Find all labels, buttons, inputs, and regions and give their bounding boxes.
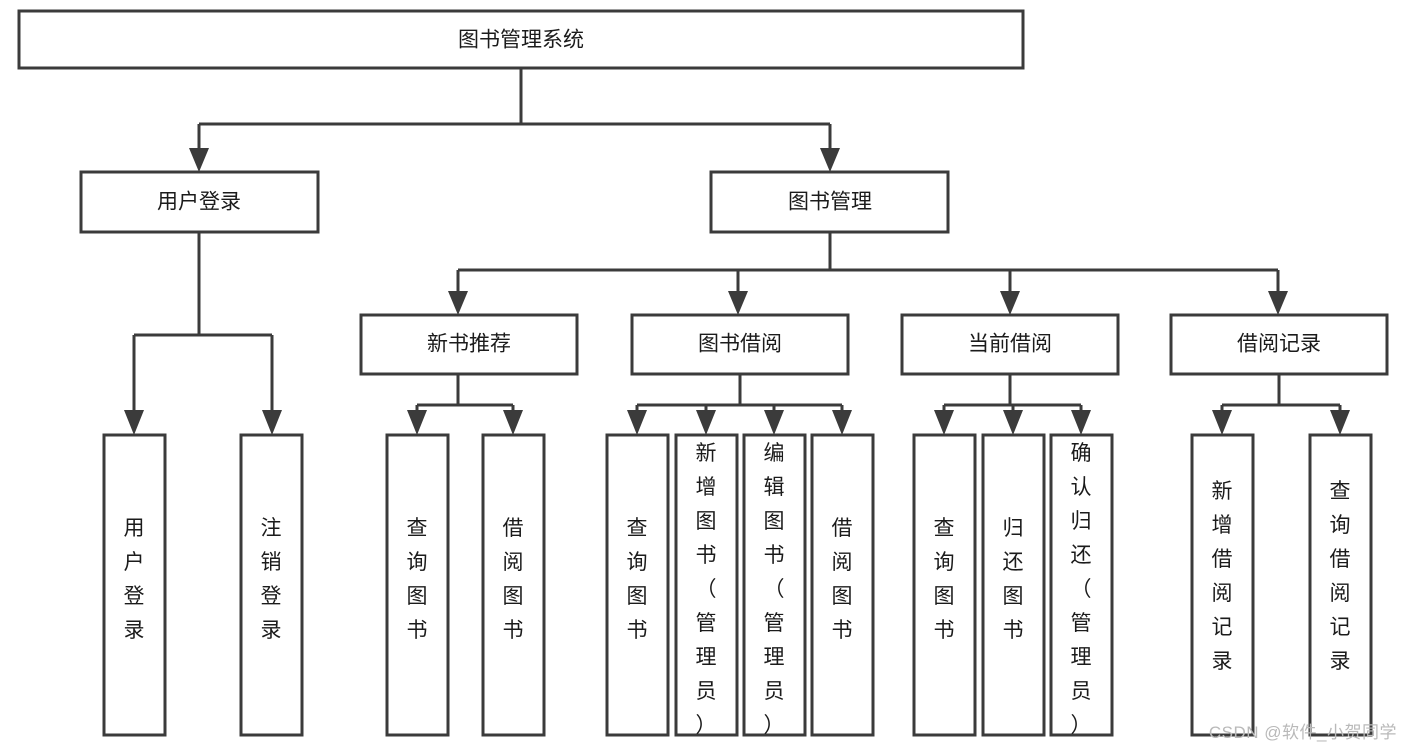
arrow-to-query-book-2 bbox=[627, 410, 647, 435]
node-current-borrow-label: 当前借阅 bbox=[968, 333, 1052, 356]
node-user-login-do-box[interactable] bbox=[102, 433, 167, 737]
node-root-box[interactable] bbox=[17, 9, 1025, 70]
node-add-book-box[interactable] bbox=[674, 433, 739, 737]
node-borrow-book-1-label: 借阅图书 bbox=[503, 517, 524, 642]
arrow-to-book-manage bbox=[820, 148, 840, 172]
node-user-logout[interactable]: 注销登录 bbox=[239, 433, 304, 737]
node-add-borrow-record-label: 新增借阅记录 bbox=[1212, 480, 1233, 673]
node-book-borrow-box[interactable] bbox=[630, 313, 850, 376]
node-user-login[interactable]: 用户登录 bbox=[79, 170, 320, 234]
node-query-borrow-record-label: 查询借阅记录 bbox=[1330, 480, 1351, 673]
node-borrow-book-2-box[interactable] bbox=[810, 433, 875, 737]
node-new-book-recommend[interactable]: 新书推荐 bbox=[359, 313, 579, 376]
node-borrow-record-box[interactable] bbox=[1169, 313, 1389, 376]
node-query-book-2[interactable]: 查询图书 bbox=[605, 433, 670, 737]
node-book-manage[interactable]: 图书管理 bbox=[709, 170, 950, 234]
node-user-login-do[interactable]: 用户登录 bbox=[102, 433, 167, 737]
node-confirm-return-label: 确认归还（管理员） bbox=[1071, 442, 1092, 737]
arrow-to-return-book bbox=[1003, 410, 1023, 435]
node-query-book-1[interactable]: 查询图书 bbox=[385, 433, 450, 737]
node-borrow-record[interactable]: 借阅记录 bbox=[1169, 313, 1389, 376]
node-edit-book-box[interactable] bbox=[742, 433, 807, 737]
arrow-to-current-borrow bbox=[1000, 291, 1020, 315]
node-root[interactable]: 图书管理系统 bbox=[17, 9, 1025, 70]
node-root-label: 图书管理系统 bbox=[458, 29, 584, 52]
arrow-to-book-borrow bbox=[728, 291, 748, 315]
node-edit-book-label: 编辑图书（管理员） bbox=[764, 442, 785, 737]
arrow-to-borrow-record bbox=[1268, 291, 1288, 315]
node-query-book-2-label: 查询图书 bbox=[627, 517, 648, 642]
arrow-to-user-logout bbox=[262, 410, 282, 435]
arrow-to-user-login-do bbox=[124, 410, 144, 435]
node-return-book-label: 归还图书 bbox=[1003, 517, 1024, 642]
arrow-to-query-book-1 bbox=[407, 410, 427, 435]
node-edit-book[interactable]: 编辑图书（管理员） bbox=[742, 433, 807, 737]
node-book-borrow-label: 图书借阅 bbox=[698, 333, 782, 356]
node-add-borrow-record[interactable]: 新增借阅记录 bbox=[1190, 433, 1255, 737]
node-book-manage-label: 图书管理 bbox=[788, 191, 872, 214]
node-return-book-box[interactable] bbox=[981, 433, 1046, 737]
node-layer: 图书管理系统 用户登录 图书管理 新书推荐 图书借阅 bbox=[17, 9, 1389, 737]
node-query-book-3-label: 查询图书 bbox=[934, 517, 955, 642]
node-borrow-record-label: 借阅记录 bbox=[1237, 333, 1321, 356]
node-add-book-label: 新增图书（管理员） bbox=[696, 442, 717, 737]
node-new-book-recommend-box[interactable] bbox=[359, 313, 579, 376]
node-borrow-book-1[interactable]: 借阅图书 bbox=[481, 433, 546, 737]
arrow-to-add-book bbox=[696, 410, 716, 435]
csdn-watermark: CSDN @软件_小贺同学 bbox=[1208, 723, 1397, 742]
node-add-book[interactable]: 新增图书（管理员） bbox=[674, 433, 739, 737]
arrow-to-user-login bbox=[189, 148, 209, 172]
node-add-borrow-record-box[interactable] bbox=[1190, 433, 1255, 737]
node-user-logout-label: 注销登录 bbox=[261, 517, 282, 642]
arrow-to-add-borrow-record bbox=[1212, 410, 1232, 435]
node-user-logout-box[interactable] bbox=[239, 433, 304, 737]
node-current-borrow[interactable]: 当前借阅 bbox=[900, 313, 1120, 376]
arrow-to-new-book-recommend bbox=[448, 291, 468, 315]
arrow-to-query-borrow-record bbox=[1330, 410, 1350, 435]
arrow-to-query-book-3 bbox=[934, 410, 954, 435]
node-return-book[interactable]: 归还图书 bbox=[981, 433, 1046, 737]
node-borrow-book-2-label: 借阅图书 bbox=[832, 517, 853, 642]
connector-layer bbox=[124, 68, 1350, 435]
node-new-book-recommend-label: 新书推荐 bbox=[427, 333, 511, 356]
node-borrow-book-2[interactable]: 借阅图书 bbox=[810, 433, 875, 737]
node-query-borrow-record-box[interactable] bbox=[1308, 433, 1373, 737]
arrow-to-edit-book bbox=[764, 410, 784, 435]
node-borrow-book-1-box[interactable] bbox=[481, 433, 546, 737]
node-query-book-2-box[interactable] bbox=[605, 433, 670, 737]
node-user-login-label: 用户登录 bbox=[157, 191, 241, 214]
node-user-login-do-label: 用户登录 bbox=[124, 517, 145, 642]
arrow-to-confirm-return bbox=[1071, 410, 1091, 435]
node-book-manage-box[interactable] bbox=[709, 170, 950, 234]
node-confirm-return-box[interactable] bbox=[1049, 433, 1114, 737]
node-query-book-3[interactable]: 查询图书 bbox=[912, 433, 977, 737]
node-book-borrow[interactable]: 图书借阅 bbox=[630, 313, 850, 376]
arrow-to-borrow-book-1 bbox=[503, 410, 523, 435]
node-query-book-1-label: 查询图书 bbox=[407, 517, 428, 642]
node-query-book-1-box[interactable] bbox=[385, 433, 450, 737]
node-query-borrow-record[interactable]: 查询借阅记录 bbox=[1308, 433, 1373, 737]
node-query-book-3-box[interactable] bbox=[912, 433, 977, 737]
node-confirm-return[interactable]: 确认归还（管理员） bbox=[1049, 433, 1114, 737]
node-current-borrow-box[interactable] bbox=[900, 313, 1120, 376]
node-user-login-box[interactable] bbox=[79, 170, 320, 234]
arrow-to-borrow-book-2 bbox=[832, 410, 852, 435]
